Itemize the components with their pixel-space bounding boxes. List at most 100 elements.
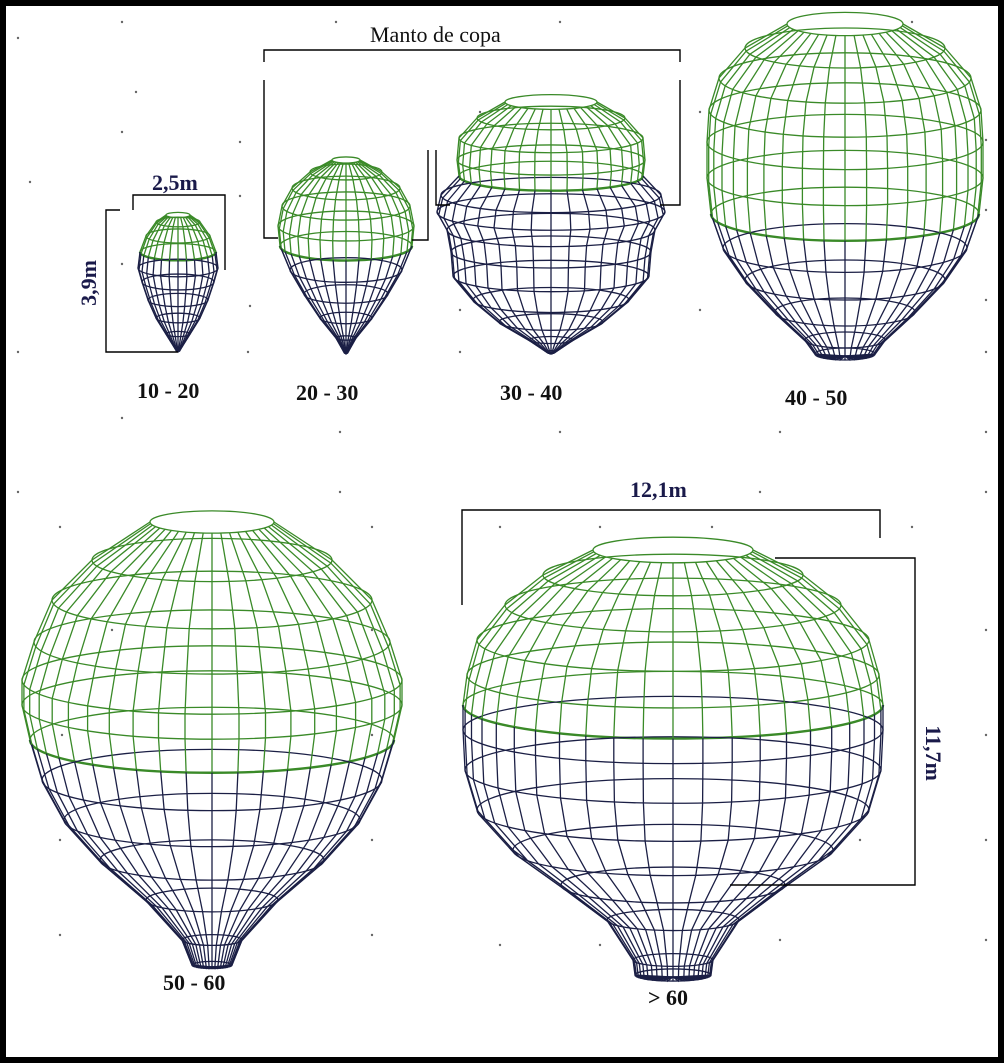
meridian-upper (180, 217, 188, 261)
meridian-lower (211, 769, 289, 970)
meridian-lower (211, 771, 264, 970)
meridian-lower (823, 240, 846, 362)
grid-dot (984, 138, 988, 142)
meridian-lower (802, 239, 846, 361)
meridian-lower (550, 189, 591, 355)
meridian-lower (73, 761, 213, 969)
meridian-upper (359, 160, 414, 249)
meridian-upper (896, 28, 969, 227)
meridian-lower (168, 260, 179, 353)
grid-dot (238, 194, 242, 198)
meridian-upper (263, 527, 373, 758)
meridian-lower (672, 737, 733, 982)
grid-dot (984, 430, 988, 434)
meridian-upper (558, 560, 631, 734)
grid-dot (984, 208, 988, 212)
meridian-lower (211, 739, 395, 968)
meridian-upper (751, 551, 882, 710)
grid-dot (60, 733, 64, 737)
meridian-upper (566, 108, 584, 190)
manto-bracket-right (660, 80, 681, 206)
grid-dot (338, 490, 342, 494)
meridian-lower (58, 757, 213, 968)
meridian-upper (558, 109, 568, 191)
meridian-lower (511, 189, 552, 355)
grid-dot (58, 838, 62, 842)
meridian-upper (470, 553, 597, 715)
meridian-lower (550, 186, 625, 355)
meridian-lower (160, 771, 213, 970)
meridian-upper (822, 35, 837, 241)
meridian-upper (489, 107, 522, 188)
meridian-lower (493, 188, 552, 355)
meridian-lower (765, 235, 846, 360)
meridian-upper (307, 162, 339, 259)
meridian-upper (462, 549, 594, 706)
crown-30-40 (436, 93, 666, 355)
grid-dot (698, 308, 702, 312)
meridian-upper (853, 35, 868, 241)
class-label-30-40: 30 - 40 (500, 380, 563, 405)
grid-dot (238, 140, 242, 144)
meridian-upper (902, 23, 984, 215)
meridian-upper (590, 105, 634, 184)
meridian-lower (844, 235, 925, 360)
meridian-upper (585, 561, 641, 736)
ring-back (786, 11, 904, 25)
meridian-upper (288, 161, 335, 255)
meridian-upper (186, 216, 209, 258)
grid-dot (370, 933, 374, 937)
meridian-upper (244, 531, 316, 768)
meridian-upper (153, 216, 172, 259)
grid-dot (16, 36, 20, 40)
class-label-20-30: 20 - 30 (296, 380, 359, 405)
meridian-lower (112, 767, 213, 969)
ring-back (504, 93, 598, 103)
grid-dot (16, 490, 20, 494)
class-label-over-60: > 60 (648, 985, 689, 1010)
meridian-upper (220, 532, 240, 773)
meridian-lower (585, 735, 674, 982)
meridian-lower (36, 749, 213, 968)
meridian-lower (159, 259, 179, 353)
large-width-line (461, 509, 881, 605)
meridian-lower (135, 769, 213, 970)
meridian-upper (580, 107, 613, 188)
meridian-upper (585, 106, 624, 186)
grid-dot (370, 628, 374, 632)
meridian-lower (534, 730, 674, 981)
meridian-upper (271, 524, 395, 750)
meridian-upper (495, 556, 607, 724)
meridian-upper (739, 556, 851, 724)
grid-dot (478, 110, 482, 114)
meridian-upper (140, 215, 167, 255)
meridian-upper (733, 557, 833, 728)
meridian-upper (358, 160, 410, 252)
meridian-upper (267, 526, 386, 754)
meridian-upper (862, 34, 889, 240)
small-height-label: 3,9m (75, 260, 101, 306)
ring-back (476, 105, 626, 119)
grid-dot (984, 628, 988, 632)
meridian-upper (184, 532, 204, 773)
meridian-upper (781, 33, 820, 238)
meridian-lower (481, 719, 674, 979)
meridian-lower (470, 714, 674, 978)
meridian-upper (724, 559, 812, 731)
grid-dot (710, 525, 714, 529)
meridian-upper (457, 102, 507, 179)
meridian-upper (745, 554, 865, 720)
meridian-upper (21, 521, 151, 741)
meridian-lower (177, 251, 219, 353)
grid-dot (370, 733, 374, 737)
meridian-lower (844, 213, 980, 357)
grid-dot (28, 180, 32, 184)
meridian-upper (456, 101, 506, 177)
grid-dots (16, 20, 988, 947)
crown-20-30 (277, 156, 415, 355)
grid-dot (120, 416, 124, 420)
meridian-lower (672, 730, 812, 981)
grid-dot (120, 130, 124, 134)
meridian-lower (177, 260, 188, 353)
